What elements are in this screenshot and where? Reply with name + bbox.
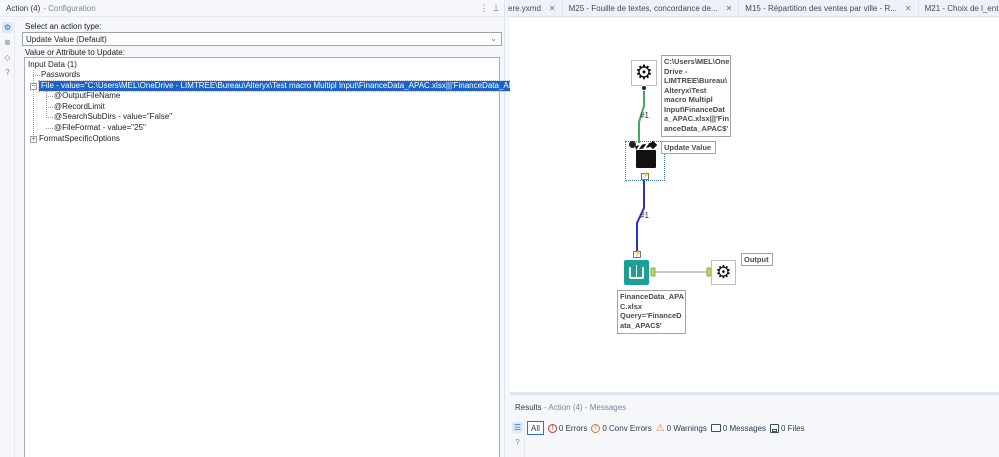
action-diamond-anchor[interactable] <box>648 140 658 150</box>
workflow-canvas[interactable]: ⚙ C:\Users\MEL\One Drive - LIMTREE\Burea… <box>510 18 999 392</box>
tab-label: M25 - Fouille de textes, concordance de.… <box>568 4 718 13</box>
filter-label: 0 Messages <box>722 423 766 433</box>
results-filters: All !0 Errors !0 Conv Errors ⚠0 Warnings… <box>527 421 805 435</box>
tab-label: M15 - Répartition des ventes par ville -… <box>745 4 897 13</box>
conv-error-icon: ! <box>591 423 601 433</box>
tree-node-record-limit[interactable]: @RecordLimit <box>54 102 105 111</box>
action-tool-selection[interactable]: ⚡ <box>625 140 665 181</box>
tree-line <box>46 128 53 129</box>
results-title-text: Results <box>515 403 542 412</box>
config-gear-icon[interactable]: ⚙ <box>2 22 13 33</box>
input-data-tool[interactable] <box>624 260 649 285</box>
tab-label: M21 - Choix de l_entrepôt le <box>924 4 999 13</box>
filter-conv-errors-button[interactable]: !0 Conv Errors <box>591 421 652 435</box>
more-vertical-icon[interactable]: ⋮ <box>479 3 489 13</box>
close-circle-icon[interactable]: ⊗ <box>4 38 11 47</box>
results-subtitle: - Action (4) - Messages <box>541 403 627 412</box>
macro-output-tool[interactable]: ⚙ <box>711 260 736 285</box>
tree-node-input-data[interactable]: Input Data (1) <box>28 60 77 69</box>
message-icon <box>710 424 721 432</box>
tag-icon[interactable]: ◇ <box>4 53 11 62</box>
filter-label: 0 Warnings <box>666 423 707 433</box>
output-anchor <box>650 267 656 277</box>
connections-layer <box>636 88 712 277</box>
config-subtitle: - Configuration <box>43 3 96 13</box>
action-type-label: Select an action type: <box>25 22 102 31</box>
filter-label: All <box>531 423 540 433</box>
tree-node-passwords[interactable]: Passwords <box>41 70 81 79</box>
pin-icon[interactable]: ⊥ <box>492 3 500 13</box>
tree-line <box>46 117 53 118</box>
help-icon[interactable]: ? <box>515 438 520 447</box>
output-annotation: Output <box>741 253 773 266</box>
close-icon[interactable]: ✕ <box>548 4 556 13</box>
macro-input-annotation: C:\Users\MEL\One Drive - LIMTREE\Bureau\… <box>661 55 731 137</box>
results-title: Results - Action (4) - Messages <box>515 403 626 412</box>
input-annotation: FinanceData_APA C.xlsx Query='FinanceD a… <box>617 290 686 334</box>
results-panel: Results - Action (4) - Messages ☰ ? All … <box>510 392 999 457</box>
config-side-toolbar: ⚙ ⊗ ◇ ? <box>0 18 15 457</box>
macro-input-tool[interactable]: ⚙ <box>631 60 657 86</box>
close-icon[interactable]: ✕ <box>904 4 912 13</box>
tree-expand-toggle[interactable]: + <box>30 136 37 143</box>
tab-workflow-3[interactable]: M15 - Répartition des ventes par ville -… <box>739 0 919 16</box>
action-output-anchor[interactable]: ⚡ <box>641 173 650 180</box>
tab-workflow-1[interactable]: ere.yxmd ✕ <box>506 0 563 16</box>
file-save-icon <box>769 423 779 433</box>
filter-all-button[interactable]: All <box>527 421 544 435</box>
value-tree: Input Data (1) Passwords − File - value=… <box>24 57 537 457</box>
close-icon[interactable]: ✕ <box>725 4 733 13</box>
tree-node-format-options[interactable]: FormatSpecificOptions <box>39 134 120 143</box>
tree-node-output-file-name[interactable]: @OutputFileName <box>54 91 121 100</box>
error-icon: ! <box>547 423 557 433</box>
tree-line <box>33 75 40 76</box>
list-icon[interactable]: ☰ <box>512 422 523 433</box>
tree-collapse-toggle[interactable]: − <box>30 83 37 90</box>
action-type-value: Update Value (Default) <box>26 34 107 44</box>
tree-node-file[interactable]: File - value="C:\Users\MEL\OneDrive - LI… <box>37 80 537 92</box>
filter-warnings-button[interactable]: ⚠0 Warnings <box>656 421 707 435</box>
connection-label: #1 <box>640 211 649 220</box>
tree-line <box>46 91 47 118</box>
tab-workflow-2[interactable]: M25 - Fouille de textes, concordance de.… <box>563 0 740 16</box>
book-icon <box>629 264 644 279</box>
configuration-panel: Action (4) - Configuration ⋮ ⊥ ⚙ ⊗ ◇ ? S… <box>0 0 537 457</box>
action-type-select[interactable]: Update Value (Default) ⌄ <box>22 32 502 46</box>
action-input-anchor[interactable] <box>629 141 636 148</box>
help-icon[interactable]: ? <box>5 68 10 77</box>
gear-arrow-icon: ⚙ <box>715 262 732 282</box>
filter-label: 0 Files <box>780 423 805 433</box>
config-header: Action (4) - Configuration <box>0 0 505 17</box>
tree-line <box>33 70 34 141</box>
filter-label: 0 Conv Errors <box>602 423 652 433</box>
connection-action-to-input <box>636 180 645 254</box>
macro-output-anchor[interactable] <box>641 85 647 91</box>
chevron-down-icon: ⌄ <box>490 34 497 43</box>
connection-label: #1 <box>640 111 649 120</box>
tree-line <box>46 96 53 97</box>
connection-macro-to-action <box>638 88 645 143</box>
filter-messages-button[interactable]: 0 Messages <box>710 421 766 435</box>
results-side-toolbar: ☰ ? <box>510 419 525 457</box>
filter-files-button[interactable]: 0 Files <box>769 421 805 435</box>
tree-node-file-format[interactable]: @FileFormat - value="25" <box>54 123 146 132</box>
tree-node-search-subdirs[interactable]: @SearchSubDirs - value="False" <box>54 112 173 121</box>
tab-label: ere.yxmd <box>508 4 541 13</box>
gear-icon: ⚙ <box>635 62 653 84</box>
tree-line <box>46 107 53 108</box>
clapperboard-icon <box>635 141 656 168</box>
workflow-tabs: ere.yxmd ✕ M25 - Fouille de textes, conco… <box>506 0 999 17</box>
input-control-anchor[interactable]: ⚡ <box>633 251 642 258</box>
filter-errors-button[interactable]: !0 Errors <box>547 421 588 435</box>
warning-icon: ⚠ <box>655 422 665 434</box>
config-title: Action (4) <box>6 3 41 13</box>
filter-label: 0 Errors <box>558 423 588 433</box>
action-annotation: Update Value <box>661 141 716 154</box>
update-target-label: Value or Attribute to Update: <box>25 48 125 57</box>
tab-workflow-4[interactable]: M21 - Choix de l_entrepôt le <box>919 0 999 16</box>
